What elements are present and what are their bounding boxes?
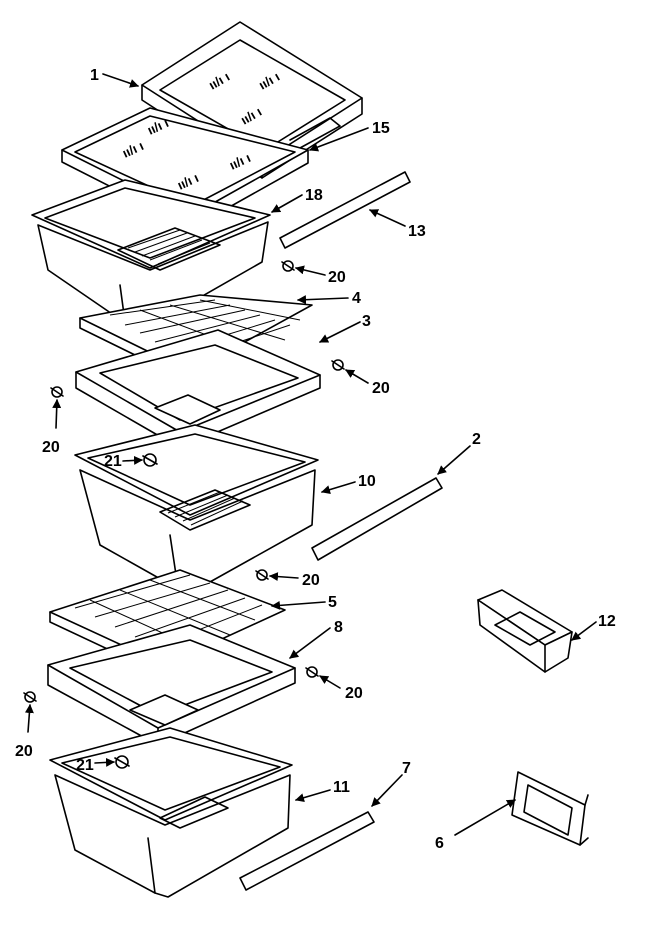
part-20-screw — [50, 386, 64, 398]
callout-20: 20 — [372, 380, 390, 397]
callout-8: 8 — [334, 619, 343, 636]
part-20-screw — [23, 691, 37, 703]
part-1-glass-shelf: ıı/ı ı ıı/ı ı ıı/ı ı — [141, 21, 363, 179]
part-18-pan — [31, 179, 271, 327]
part-12-door-bin — [477, 589, 573, 673]
callout-21: 21 — [76, 757, 94, 774]
part-6-plate — [511, 771, 589, 846]
callout-20: 20 — [42, 439, 60, 456]
leader-lines — [24, 73, 597, 836]
callout-20: 20 — [328, 269, 346, 286]
callout-6: 6 — [435, 835, 444, 852]
callout-10: 10 — [358, 473, 376, 490]
part-20-screw — [255, 569, 269, 581]
part-20-screw — [305, 666, 319, 678]
part-21-screw — [114, 755, 130, 769]
callout-2: 2 — [472, 431, 481, 448]
part-20-screw — [281, 260, 295, 272]
part-8-frame — [47, 624, 296, 746]
part-2-rod — [311, 477, 443, 561]
part-13-rod — [279, 171, 411, 249]
callout-12: 12 — [598, 613, 616, 630]
callout-5: 5 — [328, 594, 337, 611]
callout-4: 4 — [352, 290, 361, 307]
callout-20: 20 — [15, 743, 33, 760]
callout-15: 15 — [372, 120, 390, 137]
part-7-rod — [239, 811, 375, 891]
part-11-drawer — [49, 727, 293, 898]
part-21-screw — [142, 453, 158, 467]
part-20-screw — [331, 359, 345, 371]
callout-20: 20 — [345, 685, 363, 702]
callout-1: 1 — [90, 67, 99, 84]
part-10-crisper-drawer — [74, 424, 319, 593]
callout-20: 20 — [302, 572, 320, 589]
callout-11: 11 — [333, 779, 350, 796]
callout-21: 21 — [104, 453, 122, 470]
callout-18: 18 — [305, 187, 323, 204]
callout-13: 13 — [408, 223, 426, 240]
callout-3: 3 — [362, 313, 371, 330]
callout-7: 7 — [402, 760, 411, 777]
